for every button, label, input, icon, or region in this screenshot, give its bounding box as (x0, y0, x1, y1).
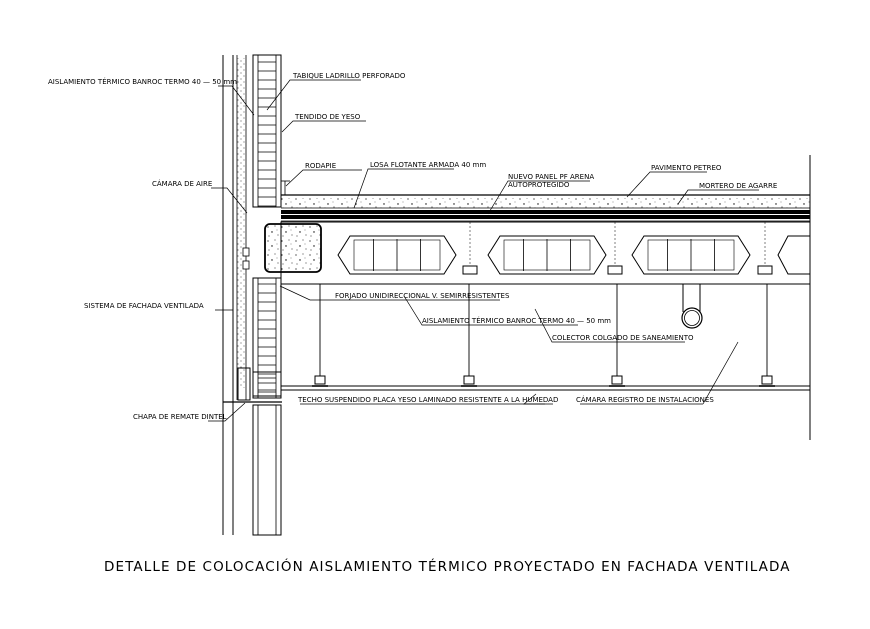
label-pavimento: PAVIMENTO PETREO (651, 164, 722, 172)
leader-lines (208, 79, 759, 422)
drawing-title: DETALLE DE COLOCACIÓN AISLAMIENTO TÉRMIC… (104, 557, 791, 575)
label-techo: TECHO SUSPENDIDO PLACA YESO LAMINADO RES… (297, 396, 558, 404)
label-sistema-fachada: SISTEMA DE FACHADA VENTILADA (84, 302, 204, 310)
label-chapa: CHAPA DE REMATE DINTEL (133, 413, 227, 421)
label-forjado: FORJADO UNIDIRECCIONAL V. SEMIRRESISTENT… (335, 292, 510, 300)
brick-partition (252, 54, 282, 536)
label-aislamiento-techo: AISLAMIENTO TÉRMICO BANROC TERMO 40 — 50… (422, 316, 611, 325)
label-aislamiento-fachada: AISLAMIENTO TÉRMICO BANROC TERMO 40 — 50… (48, 77, 237, 86)
drain-pipe (681, 284, 703, 329)
label-losa: LOSA FLOTANTE ARMADA 40 mm (370, 161, 486, 169)
label-rodapie: RODAPIE (305, 162, 336, 170)
label-mortero: MORTERO DE AGARRE (699, 182, 777, 190)
label-camara-aire: CÁMARA DE AIRE (152, 179, 212, 188)
annotation-labels: AISLAMIENTO TÉRMICO BANROC TERMO 40 — 50… (48, 72, 777, 421)
label-tabique: TABIQUE LADRILLO PERFORADO (292, 72, 406, 80)
facade-wall (222, 55, 247, 535)
lintel-detail (223, 247, 282, 403)
slab (264, 221, 811, 285)
suspended-ceiling (281, 155, 811, 440)
label-panel-2: AUTOPROTEGIDO (508, 181, 570, 189)
label-colector: COLECTOR COLGADO DE SANEAMIENTO (552, 334, 694, 342)
label-tendido: TENDIDO DE YESO (294, 113, 361, 121)
label-panel-1: NUEVO PANEL PF ARENA (508, 173, 594, 181)
floor-buildup (281, 180, 810, 222)
label-camara-registro: CÁMARA REGISTRO DE INSTALACIONES (576, 395, 714, 404)
